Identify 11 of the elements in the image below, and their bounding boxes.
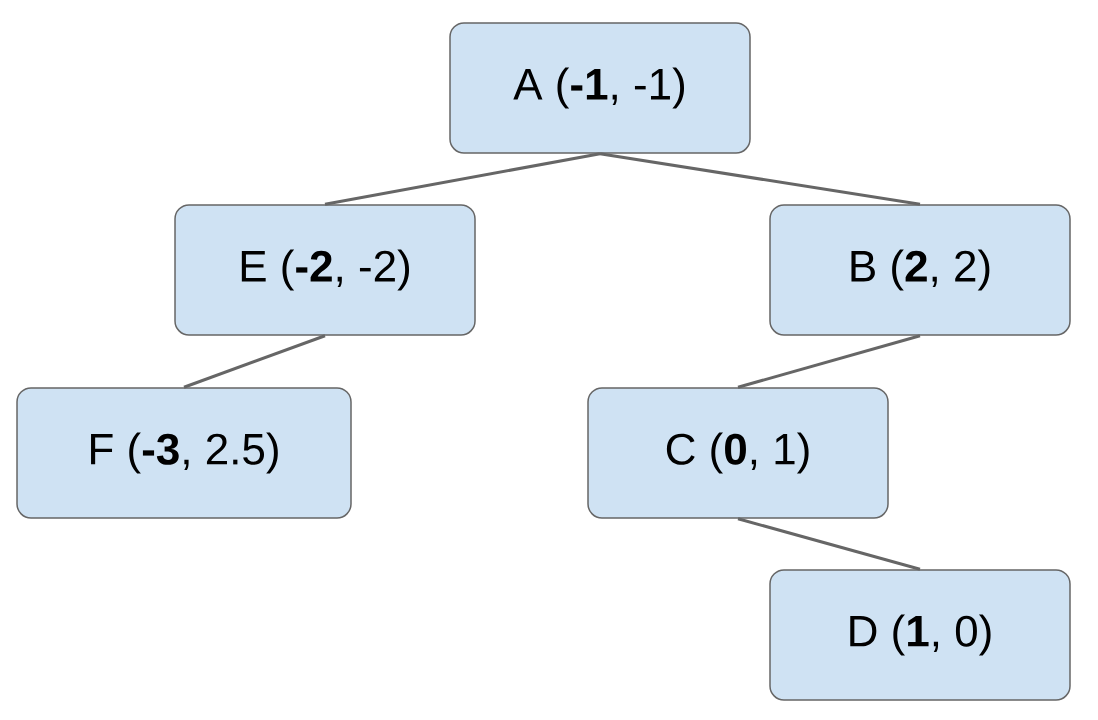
connector-line [183, 334, 326, 389]
connector-line [599, 152, 921, 206]
process-box: E (-2, -2) [174, 204, 476, 336]
connector-line [737, 334, 921, 389]
process-box: C (0, 1) [587, 387, 889, 519]
process-box: A (-1, -1) [449, 22, 751, 154]
process-box: B (2, 2) [769, 204, 1071, 336]
connector-line [737, 517, 921, 571]
process-box: F (-3, 2.5) [16, 387, 352, 519]
process-box: D (1, 0) [769, 569, 1071, 701]
connector-line [324, 152, 601, 206]
